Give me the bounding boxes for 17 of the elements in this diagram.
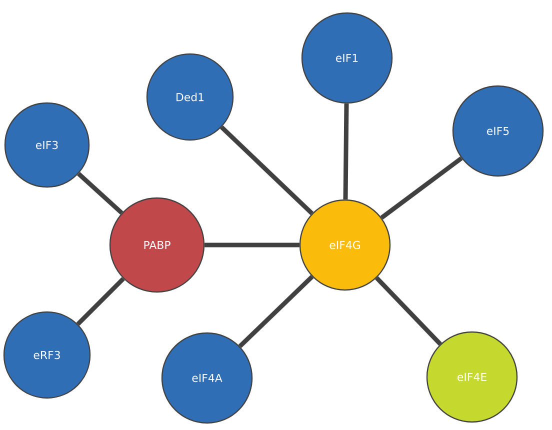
circle-node: eIF3 [4,102,90,188]
connector-line [77,172,124,215]
circle-node: PABP [109,197,205,293]
connector-line [343,104,349,200]
circle-node: Ded1 [146,53,234,141]
connector-line [238,275,314,348]
circle-node: eIF1 [301,12,393,104]
connector-line [375,276,442,346]
circle-node: eIF5 [452,85,544,177]
connector-line [204,242,300,248]
circle-node: eIF4A [161,332,253,424]
circle-node: eIF4G [299,199,391,291]
circle-node: eIF4E [426,331,518,423]
connector-line [380,156,463,220]
connector-line [76,277,125,326]
circle-node: eRF3 [3,311,91,399]
connector-line [220,125,314,216]
